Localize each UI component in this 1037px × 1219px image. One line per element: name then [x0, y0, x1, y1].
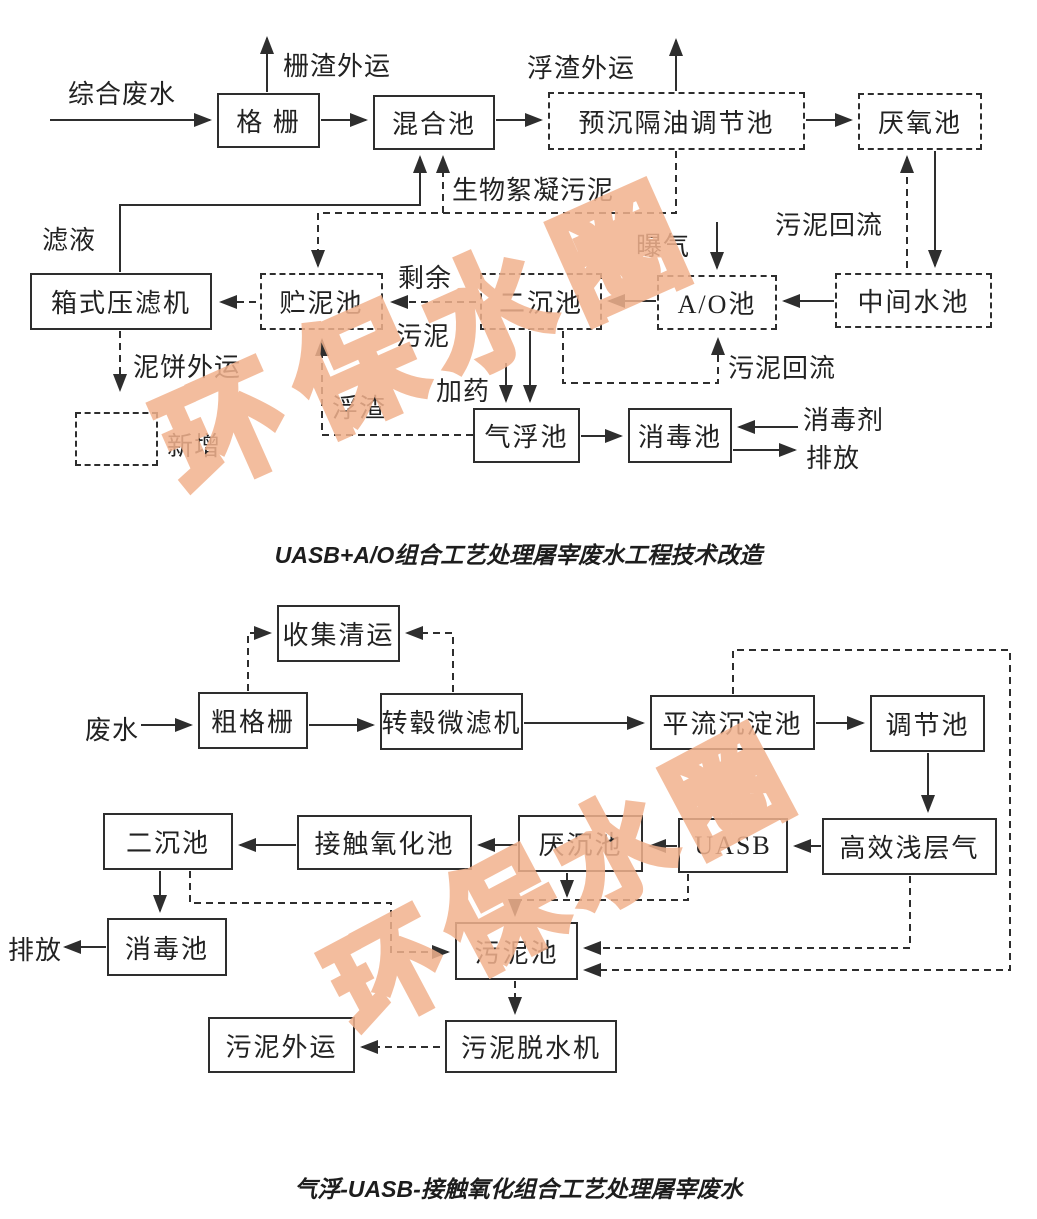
- label-discharge-1: 排放: [806, 444, 861, 473]
- label-wastewater: 废水: [85, 716, 140, 745]
- diagram1-arrows: [50, 36, 942, 457]
- box-anaerobic-settling-tank: 厌沉池: [518, 815, 643, 872]
- label-sludge-return-right: 污泥回流: [775, 211, 884, 240]
- label-scum-out: 浮渣外运: [527, 54, 636, 83]
- legend-new-box: [75, 412, 158, 466]
- box-secondary-settling-tank-2: 二沉池: [103, 813, 233, 870]
- box-secondary-settling-tank-1: 二沉池: [480, 273, 602, 330]
- box-ao-tank: A/O池: [657, 275, 777, 330]
- label-dosing: 加药: [436, 377, 491, 406]
- box-shallow-air-flotation: 高效浅层气: [822, 818, 997, 875]
- box-contact-oxidation-tank: 接触氧化池: [297, 815, 472, 870]
- label-legend-new: 新增: [167, 432, 222, 461]
- label-surplus-sludge-bottom: 污泥: [396, 322, 451, 351]
- box-disinfection-tank-1: 消毒池: [628, 408, 732, 463]
- label-filtrate: 滤液: [42, 226, 97, 255]
- label-influent: 综合废水: [68, 80, 177, 109]
- box-intermediate-water-tank: 中间水池: [835, 273, 992, 328]
- box-filter-press: 箱式压滤机: [30, 273, 212, 330]
- label-discharge-2: 排放: [8, 936, 63, 965]
- diagram2-caption: 气浮-UASB-接触氧化组合工艺处理屠宰废水: [294, 1176, 743, 1202]
- box-mixing-tank: 混合池: [373, 95, 495, 150]
- label-surplus-sludge-top: 剩余: [398, 264, 453, 293]
- box-disinfection-tank-2: 消毒池: [107, 918, 227, 976]
- box-coarse-screen: 粗格栅: [198, 692, 308, 749]
- box-anaerobic-tank: 厌氧池: [858, 93, 982, 150]
- diagram2-arrows: [63, 626, 1011, 1054]
- diagram1-caption: UASB+A/O组合工艺处理屠宰废水工程技术改造: [274, 542, 763, 568]
- box-drum-microfilter: 转毂微滤机: [380, 693, 523, 750]
- box-sludge-storage-tank: 贮泥池: [260, 273, 383, 330]
- label-sludge-return-bottom: 污泥回流: [728, 354, 837, 383]
- label-mud-cake-out: 泥饼外运: [133, 353, 242, 382]
- label-screen-residue-out: 栅渣外运: [283, 52, 392, 81]
- box-collection-removal: 收集清运: [277, 605, 400, 662]
- box-uasb: UASB: [678, 818, 788, 873]
- label-aeration: 曝气: [636, 232, 691, 261]
- box-horizontal-settling-tank: 平流沉淀池: [650, 695, 815, 750]
- box-air-flotation-tank: 气浮池: [473, 408, 580, 463]
- box-regulating-tank: 调节池: [870, 695, 985, 752]
- box-bar-screen: 格 栅: [217, 93, 320, 148]
- box-sludge-transport-out: 污泥外运: [208, 1017, 355, 1073]
- label-disinfectant: 消毒剂: [803, 406, 885, 435]
- label-bio-floc-sludge: 生物絮凝污泥: [452, 176, 615, 205]
- box-sludge-tank: 污泥池: [455, 922, 578, 980]
- label-scum: 浮渣: [332, 394, 387, 423]
- box-sludge-dewatering-machine: 污泥脱水机: [445, 1020, 617, 1073]
- box-pre-sedimentation-oil-separation: 预沉隔油调节池: [548, 92, 805, 150]
